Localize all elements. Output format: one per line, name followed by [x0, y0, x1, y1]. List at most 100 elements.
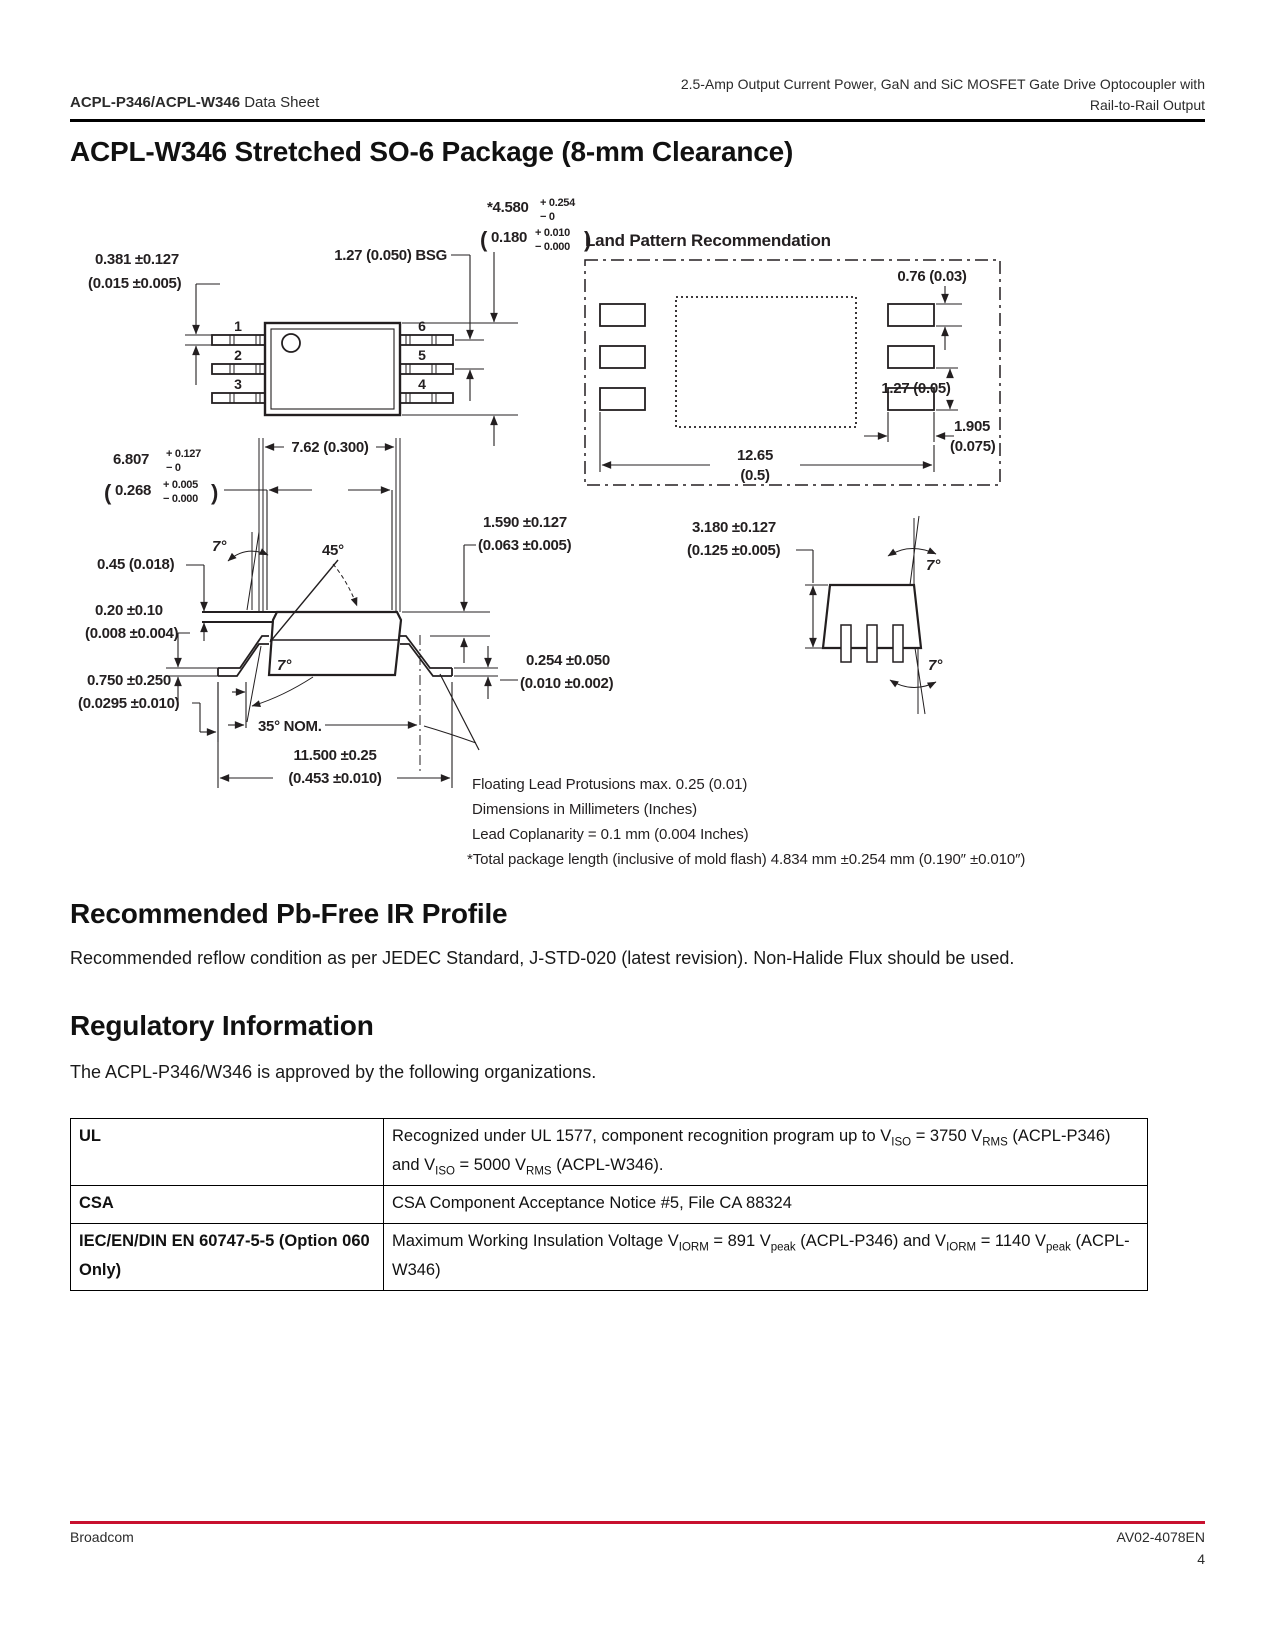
- regulatory-intro: The ACPL-P346/W346 is approved by the fo…: [70, 1062, 597, 1082]
- dim-pattern-span: 12.65 (0.5): [599, 412, 935, 484]
- angle-label: 7°: [277, 657, 292, 674]
- drawing-note: *Total package length (inclusive of mold…: [467, 851, 1025, 868]
- body-profile: [267, 610, 403, 677]
- dim-foot-thickness: 0.254 ±0.050 (0.010 ±0.002): [454, 646, 614, 699]
- dim-label: (0.075): [950, 438, 996, 455]
- page-title: ACPL-W346 Stretched SO-6 Package (8-mm C…: [70, 136, 794, 167]
- regulatory-org-iec: IEC/EN/DIN EN 60747-5-5 (Option 060 Only…: [70, 1223, 384, 1291]
- footer-rule: [70, 1521, 1205, 1524]
- pin-number-4: 4: [418, 376, 426, 392]
- dim-label: − 0: [540, 211, 555, 223]
- pin-number-5: 5: [418, 347, 426, 363]
- dim-label: 3.180 ±0.127: [692, 519, 776, 536]
- dim-label: − 0: [166, 462, 181, 474]
- pin-number-3: 3: [234, 376, 242, 392]
- dim-foot-length: 0.750 ±0.250 (0.0295 ±0.010): [78, 672, 247, 742]
- dim-pin-thickness: 0.381 ±0.127 (0.015 ±0.005): [88, 251, 220, 385]
- dim-pin-pitch: 1.27 (0.050) BSG: [334, 247, 484, 401]
- top-view: 1 2 3 6 5 4 0.381 ±0.127 (0.015 ±0.005) …: [88, 197, 591, 446]
- angle-chamfer: 45°: [269, 542, 358, 643]
- pin-number-2: 2: [234, 347, 242, 363]
- footer-doc-number: AV02-4078EN: [1116, 1529, 1205, 1545]
- dim-label: 12.65: [737, 447, 773, 464]
- dim-label: 0.381 ±0.127: [95, 251, 179, 268]
- dim-pad-height: 0.76 (0.03): [897, 268, 967, 350]
- dim-label: ): [584, 227, 591, 252]
- regulatory-detail-iec: Maximum Working Insulation Voltage VIORM…: [383, 1223, 1148, 1291]
- dim-body-height: 3.180 ±0.127 (0.125 ±0.005): [687, 519, 828, 649]
- dim-package-length: *4.580 + 0.254 − 0 ( 0.180 + 0.010 − 0.0…: [402, 197, 591, 446]
- header-rule: [70, 119, 1205, 122]
- angle-body-tilt-top: 7°: [212, 531, 269, 611]
- dim-label: (0.008 ±0.004): [85, 625, 179, 642]
- pin-number-6: 6: [418, 318, 426, 334]
- land-pattern: Land Pattern Recommendation 0.76 (0.03) …: [584, 231, 1001, 486]
- pins-left: [211, 334, 266, 404]
- land-pattern-title: Land Pattern Recommendation: [585, 231, 831, 250]
- section-title-ir-profile: Recommended Pb-Free IR Profile: [70, 898, 508, 929]
- dim-label: (0.063 ±0.005): [478, 537, 572, 554]
- drawing-note: Floating Lead Protusions max. 0.25 (0.01…: [472, 776, 747, 793]
- package-body-inner-line: [270, 328, 395, 410]
- angle-side-tilt-bot: 7°: [889, 647, 943, 715]
- land-pattern-boundary: [584, 259, 1001, 486]
- header-description-line1: 2.5-Amp Output Current Power, GaN and Si…: [680, 76, 1205, 92]
- package-drawing: 1 2 3 6 5 4 0.381 ±0.127 (0.015 ±0.005) …: [78, 197, 1025, 868]
- header-description-line2: Rail-to-Rail Output: [1089, 97, 1205, 113]
- ir-profile-body: Recommended reflow condition as per JEDE…: [70, 948, 1015, 968]
- dim-label: 1.590 ±0.127: [483, 514, 567, 531]
- table-row: IEC/EN/DIN EN 60747-5-5 (Option 060 Only…: [70, 1223, 1148, 1291]
- regulatory-org-ul: UL: [70, 1118, 384, 1186]
- table-row: CSA CSA Component Acceptance Notice #5, …: [70, 1185, 1148, 1224]
- angle-side-tilt-top: 7°: [887, 515, 941, 586]
- end-body-outline: [821, 583, 923, 650]
- dim-label: 0.254 ±0.050: [526, 652, 610, 669]
- section-title-regulatory: Regulatory Information: [70, 1010, 374, 1041]
- angle-label: 45°: [322, 542, 344, 559]
- dim-label: 0.750 ±0.250: [87, 672, 171, 689]
- table-row: UL Recognized under UL 1577, component r…: [70, 1118, 1148, 1186]
- regulatory-detail-ul: Recognized under UL 1577, component reco…: [383, 1118, 1148, 1186]
- dim-body-ledge: 1.590 ±0.127 (0.063 ±0.005): [402, 514, 572, 663]
- side-view: 0.45 (0.018) 0.20 ±0.10 (0.008 ±0.004) 0…: [78, 438, 614, 788]
- footer-company: Broadcom: [70, 1529, 134, 1545]
- header-product-name: ACPL-P346/ACPL-W346: [70, 94, 241, 111]
- dim-label: (0.015 ±0.005): [88, 275, 182, 292]
- dim-label: 0.180: [491, 229, 527, 246]
- dim-body-width: 6.807 + 0.127 − 0 ( 0.268 + 0.005 − 0.00…: [104, 448, 393, 610]
- end-lead-stubs: [840, 624, 904, 663]
- pin-number-1: 1: [234, 318, 242, 334]
- dim-label: + 0.005: [163, 479, 198, 491]
- dim-standoff: 0.45 (0.018): [97, 556, 277, 641]
- dim-label: 1.27 (0.050) BSG: [334, 247, 447, 264]
- package-outline-dotted: [675, 296, 857, 428]
- dim-label: (0.0295 ±0.010): [78, 695, 180, 712]
- gullwing-leads: [217, 635, 453, 677]
- angle-lead-tilt: 7°: [232, 645, 314, 723]
- regulatory-org-csa: CSA: [70, 1185, 384, 1224]
- dim-label: (0.010 ±0.002): [520, 675, 614, 692]
- dim-pad-pitch: 1.27 (0.05): [881, 367, 958, 411]
- dim-lead-span: 7.62 (0.300): [258, 438, 401, 612]
- dim-label: 0.268: [115, 482, 151, 499]
- dim-label: (0.5): [740, 467, 770, 484]
- pins-right: [399, 334, 454, 404]
- dim-label: 7.62 (0.300): [291, 439, 369, 456]
- dim-label: (0.125 ±0.005): [687, 542, 781, 559]
- dim-label: 1.27 (0.05): [881, 380, 951, 397]
- angle-label: 7°: [928, 657, 943, 674]
- dim-lead-thickness: 0.20 ±0.10 (0.008 ±0.004): [85, 602, 218, 704]
- dim-label: − 0.000: [535, 241, 570, 253]
- dim-pad-width: 1.905 (0.075): [864, 412, 996, 455]
- pin1-indicator-circle: [281, 333, 301, 353]
- dim-label: 6.807: [113, 451, 149, 468]
- drawing-note: Lead Coplanarity = 0.1 mm (0.004 Inches): [472, 826, 749, 843]
- dim-label: + 0.254: [540, 197, 576, 209]
- angle-label: 35° NOM.: [258, 718, 322, 735]
- dim-label: + 0.127: [166, 448, 201, 460]
- end-view: 3.180 ±0.127 (0.125 ±0.005) 7° 7°: [687, 515, 943, 715]
- regulatory-table: UL Recognized under UL 1577, component r…: [70, 1118, 1148, 1291]
- regulatory-detail-csa: CSA Component Acceptance Notice #5, File…: [383, 1185, 1148, 1224]
- angle-label: 7°: [212, 538, 227, 555]
- angle-foot-bend: 35° NOM.: [258, 635, 480, 772]
